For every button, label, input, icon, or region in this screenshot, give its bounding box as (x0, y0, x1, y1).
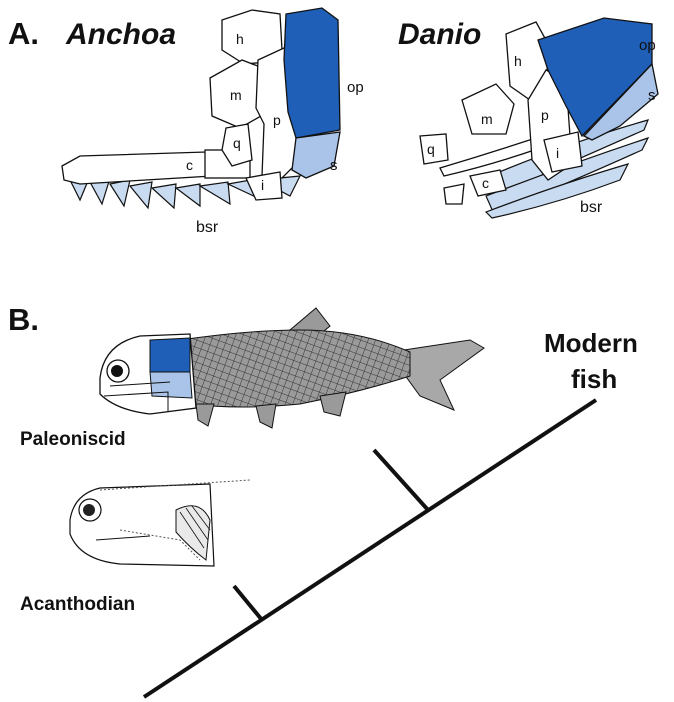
danio-hyoid-element (444, 184, 464, 204)
paleoniscid-opercle (150, 338, 190, 372)
anchoa-label-m: m (230, 87, 242, 103)
paleoniscid-eye (111, 365, 123, 377)
anchoa-opercle (284, 8, 340, 138)
danio-label-p: p (541, 107, 549, 123)
anchoa-label-bsr: bsr (196, 219, 219, 236)
paleoniscid-label: Paleoniscid (20, 429, 126, 450)
danio-label-h: h (514, 53, 522, 69)
anchoa-title: Anchoa (65, 18, 176, 51)
danio-label-s: s (648, 87, 656, 104)
cladogram-paleoniscid-branch (374, 450, 428, 510)
danio-label-q: q (427, 141, 435, 157)
danio-label-c: c (482, 175, 489, 191)
danio-label-i: i (556, 145, 559, 161)
anchoa-label-i: i (261, 177, 264, 193)
acanthodian-label: Acanthodian (20, 594, 135, 615)
acanthodian-eye (83, 504, 95, 516)
anchoa-label-s: s (330, 157, 338, 174)
acanthodian-fish (70, 480, 250, 566)
danio-label-bsr: bsr (580, 199, 603, 216)
anchoa-label-h: h (236, 31, 244, 47)
panel-b-letter: B. (8, 302, 39, 337)
anchoa-label-q: q (233, 135, 241, 151)
paleoniscid-subopercle (150, 372, 192, 398)
modern-fish-label-line1: Modern (544, 328, 638, 358)
danio-label-op: op (639, 37, 656, 54)
modern-fish-label-line2: fish (571, 364, 617, 394)
paleoniscid-fish (100, 308, 484, 428)
danio-label-m: m (481, 111, 493, 127)
anchoa-label-p: p (273, 112, 281, 128)
cladogram-acanthodian-branch (234, 586, 262, 620)
anchoa-label-c: c (186, 157, 193, 173)
danio-title: Danio (398, 18, 481, 51)
panel-a-letter: A. (8, 16, 39, 51)
anchoa-label-op: op (347, 79, 364, 96)
